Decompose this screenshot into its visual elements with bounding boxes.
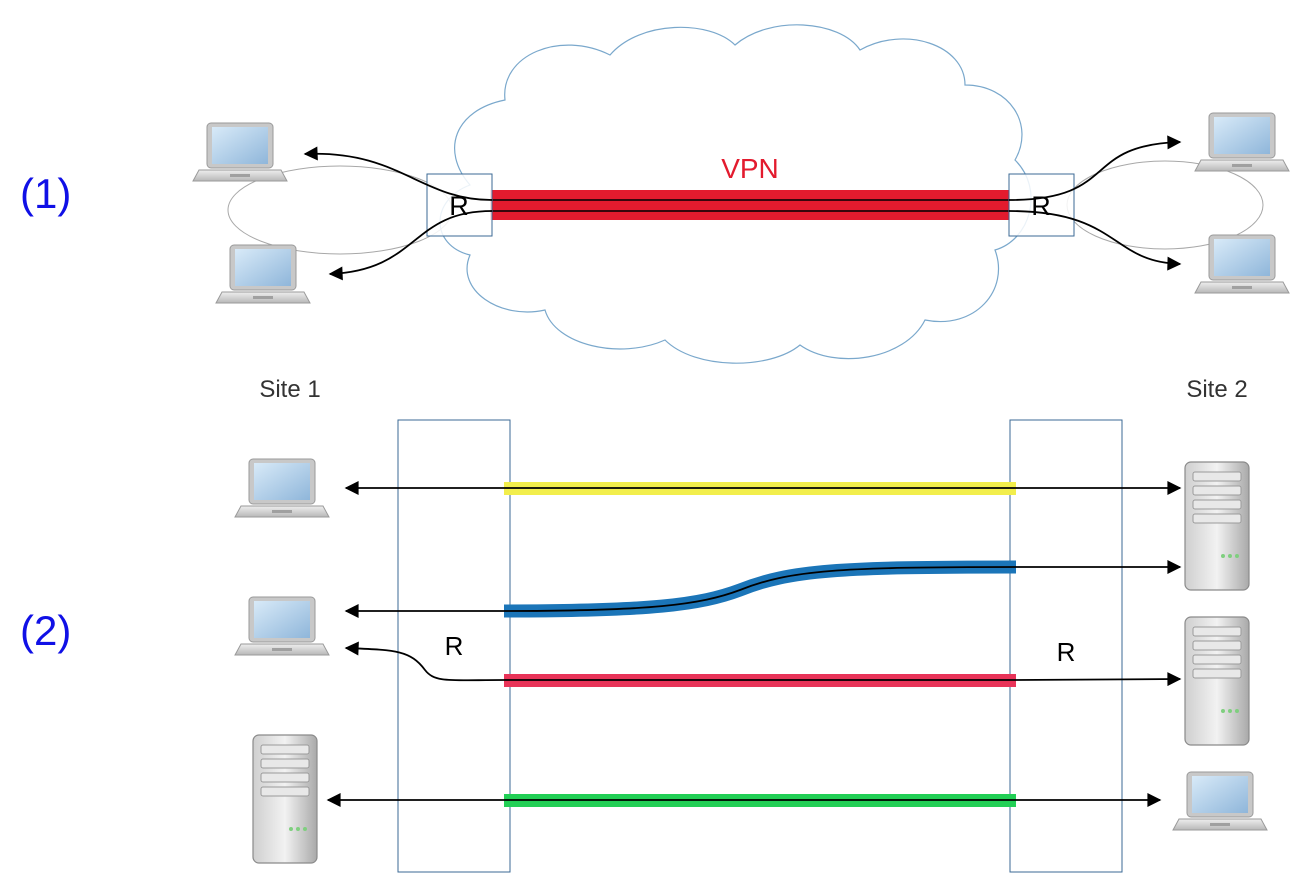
laptop-icon [1172, 771, 1268, 831]
flow-arrow-site1-bottom [328, 210, 493, 281]
tunnel-blue [503, 560, 1017, 618]
router-box-site1 [426, 173, 493, 237]
server-icon [1184, 616, 1250, 746]
flow-arrow-pink-right [1015, 672, 1182, 687]
laptop-icon [1194, 112, 1290, 172]
router-label-site2: R [1031, 191, 1051, 221]
server-icon [252, 734, 318, 864]
server-icon [1184, 461, 1250, 591]
flow-arrow-site1-top [303, 146, 493, 201]
laptop-icon [234, 596, 330, 656]
router-column-site1 [397, 419, 511, 873]
laptop-icon [1194, 234, 1290, 294]
router-column-site2 [1009, 419, 1123, 873]
vpn-label: VPN [721, 153, 779, 184]
flow-arrow-pink-left [344, 641, 505, 682]
flow-arrow-site2-top [1008, 135, 1182, 201]
flow-arrow-site2-bottom [1008, 210, 1182, 271]
site1-label: Site 1 [259, 376, 320, 403]
laptop-icon [215, 244, 311, 304]
site2-label: Site 2 [1186, 376, 1247, 403]
router-label-site1: R [449, 191, 469, 221]
router-label-col1: R [445, 631, 464, 661]
router-label-col2: R [1057, 637, 1076, 667]
vpn-tunnel [490, 190, 1010, 220]
router-box-site2 [1008, 173, 1075, 237]
laptop-icon [192, 122, 288, 182]
section-label-1: (1) [20, 170, 71, 217]
section-label-2: (2) [20, 607, 71, 654]
laptop-icon [234, 458, 330, 518]
